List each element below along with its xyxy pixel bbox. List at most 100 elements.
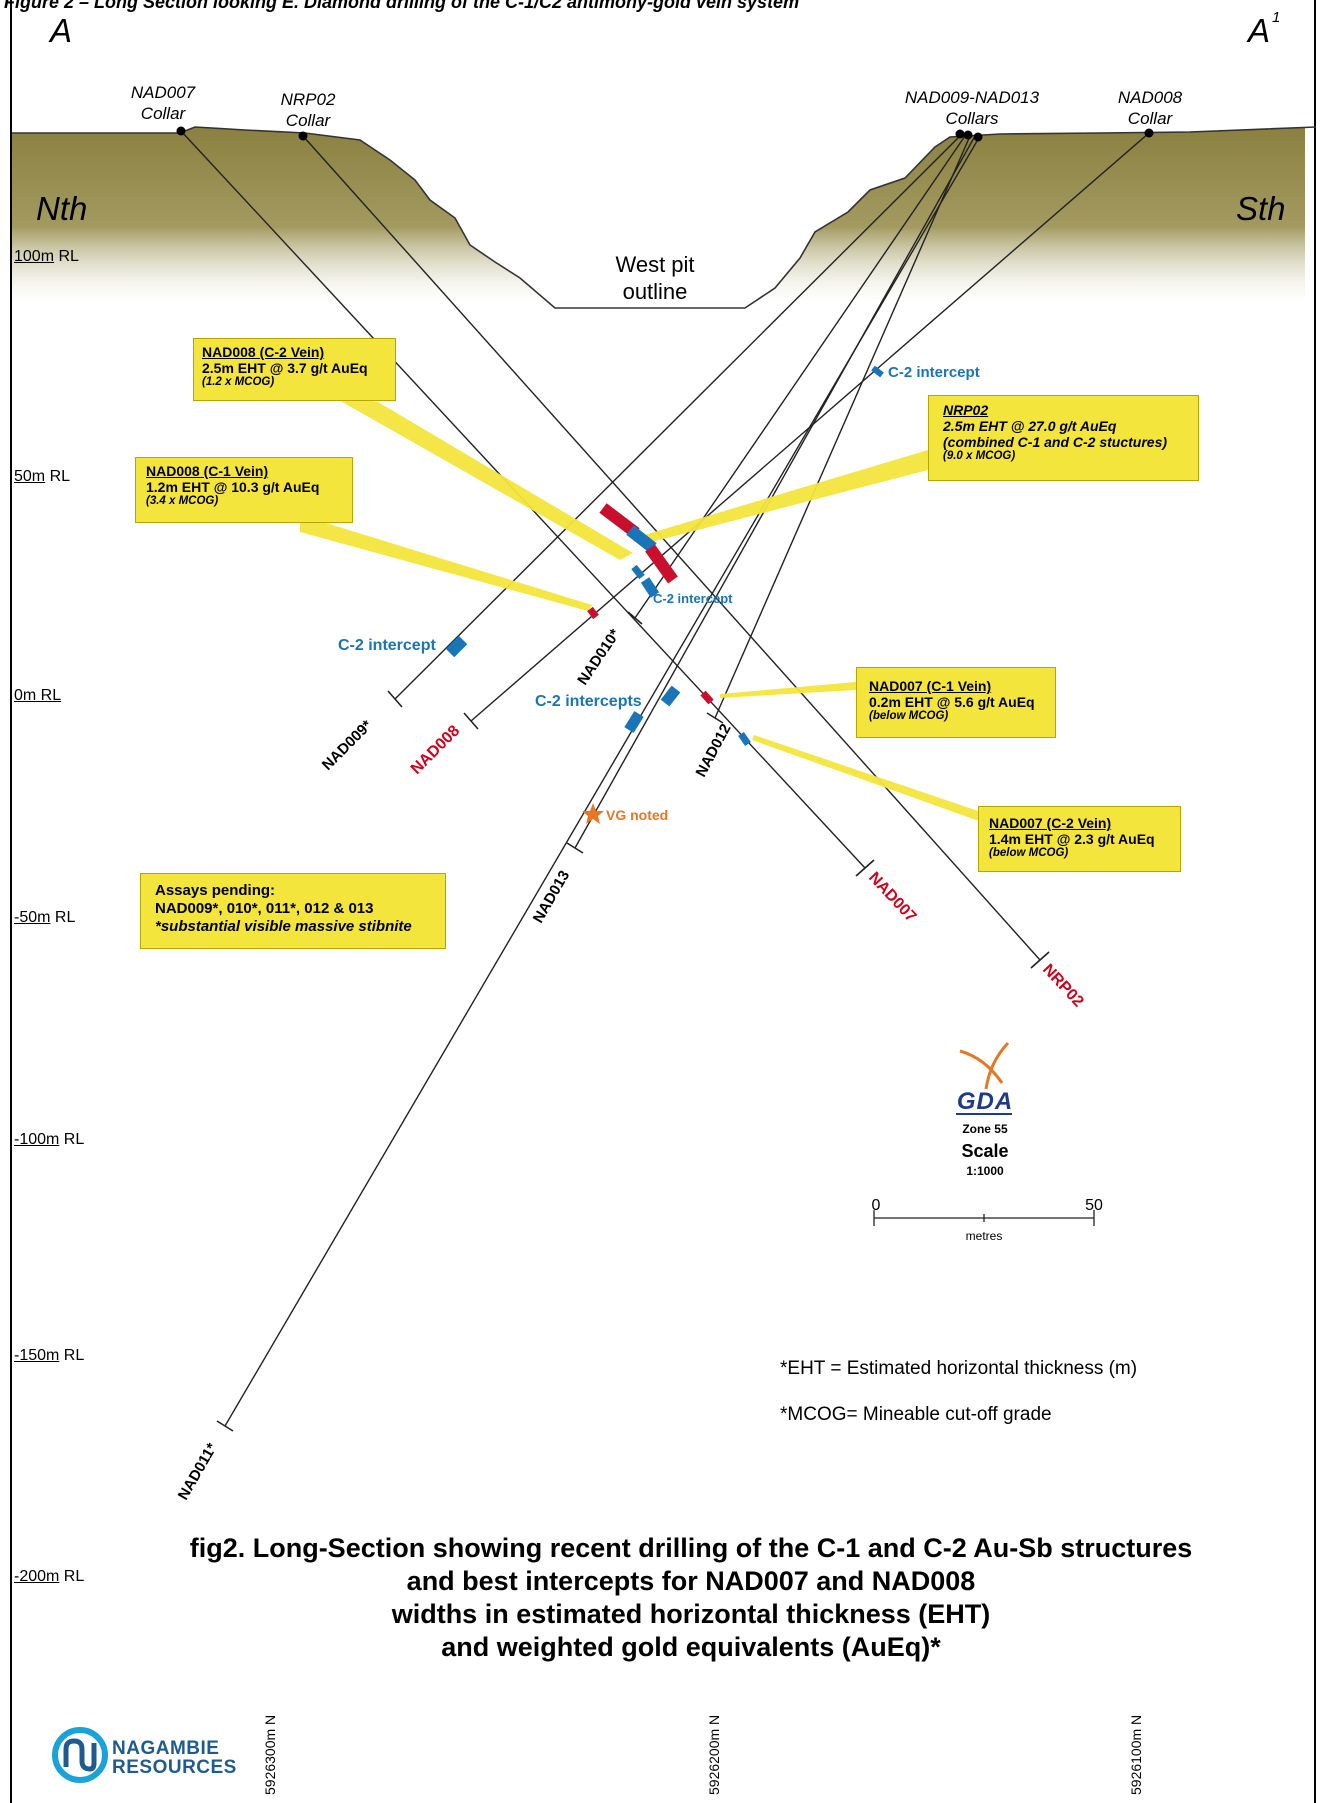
rl-num-m200: -200m [14,1568,60,1585]
rl-num-50: 50m [14,468,46,485]
pit-label-line2: outline [623,279,688,304]
intercept-c2s-a [660,685,681,707]
collar-name-nad009-013: NAD009-NAD013 [905,88,1040,107]
figure-frame [10,0,1316,1803]
callout-nad008-c1-head: NAD008 (C-1 Vein) [146,463,269,479]
note-eht: *EHT = Estimated horizontal thickness (m… [780,1358,1138,1379]
intercept-nad007-c2 [738,731,751,747]
collar-sub-nad008: Collar [1128,109,1174,128]
callout-nad007-c1-line: 0.2m EHT @ 5.6 g/t AuEq [869,694,1035,711]
scale-unit: metres [966,1229,1003,1243]
intercept-mid-blue [640,577,660,598]
callout-nrp02: NRP02 2.5m EHT @ 27.0 g/t AuEq (combined… [928,395,1199,481]
intercept-nrp02-c1-red2 [645,544,678,584]
rl-unit-m100: RL [59,1131,85,1148]
pointer-nad007-c2 [752,735,990,825]
rl-num-m50: -50m [14,909,51,926]
logo-line1: NAGAMBIE [112,1738,220,1759]
drillhole-nad013 [574,135,976,849]
callout-nad007-c1: NAD007 (C-1 Vein) 0.2m EHT @ 5.6 g/t AuE… [856,667,1056,738]
rl-label-0: 0m RL [14,687,61,705]
callout-nrp02-sub: (9.0 x MCOG) [943,450,1016,463]
collar-sub-nrp02: Collar [286,111,332,130]
figure-caption: fig2. Long-Section showing recent drilli… [60,1532,1322,1664]
rl-unit-50: RL [45,468,71,485]
rl-unit-m200: RL [59,1568,85,1585]
caption-line2: and best intercepts for NAD007 and NAD00… [406,1565,976,1596]
pending-line3: *substantial visible massive stibnite [155,918,412,935]
nagambie-logo-text: NAGAMBIE RESOURCES [112,1739,237,1777]
gda-crossed-icon [959,1041,1010,1090]
gda-scale-ratio: 1:1000 [966,1164,1004,1178]
hole-label-nad011: NAD011* [175,1440,221,1503]
rl-num-m150: -150m [14,1347,60,1364]
end-tick-nad013 [566,842,584,854]
intercept-nad008-c2 [631,564,645,580]
hole-label-nad008: NAD008 [408,722,463,777]
end-tick-nad007 [855,859,875,877]
intercept-label-c2-top: C-2 intercept [888,364,980,381]
callout-nad008-c1-sub: (3.4 x MCOG) [146,495,219,508]
drillhole-nad010 [634,135,966,619]
rl-unit-m50: RL [50,909,76,926]
rl-label-100: 100m RL [14,248,79,266]
collar-dot-nad009-013c [973,132,983,142]
rl-unit-100: RL [54,248,79,265]
figure-title: Figure 2 – Long Section looking E. Diamo… [4,0,800,12]
corner-a-right: A [1246,12,1270,49]
pointer-nad008-c2 [330,395,633,560]
intercept-nrp02-c2-blue [626,525,657,553]
note-mcog: *MCOG= Mineable cut-off grade [780,1404,1052,1425]
intercept-c2-top [871,365,884,378]
callout-nad008-c2: NAD008 (C-2 Vein) 2.5m EHT @ 3.7 g/t AuE… [193,338,396,401]
hole-label-nad007: NAD007 [865,869,919,926]
callout-nad007-c2-sub: (below MCOG) [989,847,1069,860]
drillhole-nad011 [224,135,981,1427]
rl-label-m150: -150m RL [14,1347,84,1365]
logo-line2: RESOURCES [112,1757,237,1778]
assays-pending-box: Assays pending: NAD009*, 010*, 011*, 012… [140,873,446,949]
rl-num-0: 0m RL [14,687,62,704]
vg-star-icon [582,803,604,824]
nagambie-logo-icon [52,1727,108,1783]
terrain-outline [12,126,1317,309]
corner-a-left: A [48,12,72,49]
gda-logo-text: GDA [956,1088,1014,1115]
collar-dot-nrp02 [298,131,308,141]
label-north: Nth [36,190,87,227]
pointer-nad008-c1 [300,515,592,611]
rl-num-100: 100m [14,248,55,265]
collar-dot-nad007 [176,126,186,136]
pointer-nrp02 [634,450,928,545]
hole-label-nad009: NAD009* [319,717,376,774]
collar-name-nrp02: NRP02 [281,90,336,109]
northing-label-1: 5926300m N [262,1714,278,1795]
collar-dot-nad009-013b [963,130,973,140]
drillhole-nad009 [394,135,961,700]
gda-zone: Zone 55 [962,1122,1008,1136]
collar-name-nad007: NAD007 [131,83,196,102]
drillhole-nad012 [714,135,971,719]
intercept-nrp02-c1-red [599,503,640,538]
callout-nad007-c1-sub: (below MCOG) [869,710,949,723]
callout-nad007-c2-line: 1.4m EHT @ 2.3 g/t AuEq [989,831,1155,848]
collar-dot-nad008 [1144,128,1154,138]
end-tick-nad011 [216,1420,234,1432]
intercept-nad008-c1 [587,606,599,620]
callout-nrp02-head: NRP02 [943,402,989,418]
gda-scale-title: Scale [961,1141,1009,1161]
callout-nad007-c2-head: NAD007 (C-2 Vein) [989,815,1112,831]
callout-nad008-c1: NAD008 (C-1 Vein) 1.2m EHT @ 10.3 g/t Au… [135,457,353,523]
rl-num-m100: -100m [14,1131,60,1148]
scale-bar [873,1210,1095,1226]
caption-line1: fig2. Long-Section showing recent drilli… [189,1533,1193,1563]
rl-label-m200: -200m RL [14,1568,84,1586]
intercept-left-blue [445,635,468,658]
pending-line1: Assays pending: [155,882,276,899]
callout-nad008-c2-line: 2.5m EHT @ 3.7 g/t AuEq [202,360,368,377]
notes-block: *EHT = Estimated horizontal thickness (m… [780,1358,1137,1450]
northing-label-2: 5926200m N [706,1714,722,1795]
northing-label-3: 5926100m N [1128,1714,1144,1795]
collar-dot-nad009-013a [955,129,965,139]
